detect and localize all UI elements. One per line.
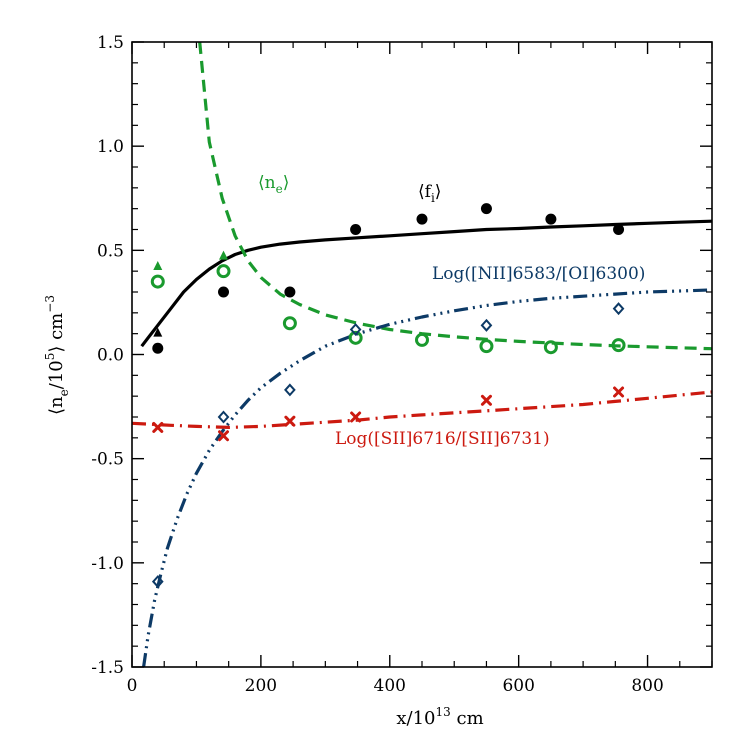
ne-annotation: ⟨ne⟩ [258,173,289,196]
curves-layer [132,42,712,667]
x-tick-label: 600 [502,676,534,696]
ne-lower-limits-marker [219,250,229,260]
sii-annotation: Log([SII]6716/[SII]6731) [335,429,550,449]
fi-points-marker [480,203,492,215]
nii-oi-points-marker [349,323,362,336]
x-tick-label: 200 [245,676,277,696]
y-axis-label: ⟨ne/105⟩ cm−3 [43,295,71,415]
y-tick-label: 1.5 [97,33,124,53]
sii-points-marker [480,394,492,406]
nii-oi-points-marker [284,383,296,397]
fi-annotation: ⟨fi⟩ [418,182,441,205]
nii-oi-points-marker [612,302,625,316]
nii-oi-points-marker [217,410,230,424]
points-layer [150,203,626,589]
y-tick-label: -0.5 [91,450,124,470]
sii-points-marker [613,386,625,398]
fi-points-marker [545,213,557,225]
ne-points-marker [415,332,429,347]
ne-curve-line [198,42,712,351]
y-tick-label: 0.0 [97,346,124,366]
ticks-layer: 0 200 400 600 800 -1.5 -1.0 -0.5 0.0 0.5 1.0 1.5 [91,33,713,696]
sii-points-marker [152,421,164,433]
x-tick-label: 800 [631,676,663,696]
fi-points-marker [284,286,296,298]
y-tick-label: -1.0 [91,554,124,574]
nii-oi-annotation: Log([NII]6583/[OI]6300) [432,264,645,284]
y-tick-label: 1.0 [97,137,124,157]
sii-points-marker [350,411,362,423]
fi-points-marker [416,213,428,225]
y-tick-label: -1.5 [91,658,124,678]
fi-points-marker [152,342,164,354]
fi-points-marker [218,286,230,298]
fi-curve-line [140,219,712,348]
ne-points-marker [543,340,558,355]
fi-points-marker [350,224,362,235]
nii-oi-points-marker [151,575,164,589]
x-axis-label: x/1013 cm [396,705,483,729]
fi-lower-limit-marker [153,327,163,337]
sii-points-marker [218,430,230,442]
x-tick-label: 0 [127,676,138,696]
sii-curve-line [132,390,712,429]
x-tick-label: 400 [374,676,406,696]
sii-points-marker [284,415,296,427]
ne-points-marker [282,316,297,331]
nii-oi-curve-line [142,288,712,667]
ne-points-marker [348,330,363,345]
plot-frame [131,41,713,668]
y-tick-label: 0.5 [97,241,124,261]
ne-points-marker [216,264,231,279]
nii-oi-points-marker [480,318,493,332]
ne-points-marker [479,339,494,354]
ne-lower-limits-marker [153,261,163,270]
ne-points-marker [150,274,165,289]
ne-points-marker [611,338,626,353]
fi-points-marker [613,224,625,235]
